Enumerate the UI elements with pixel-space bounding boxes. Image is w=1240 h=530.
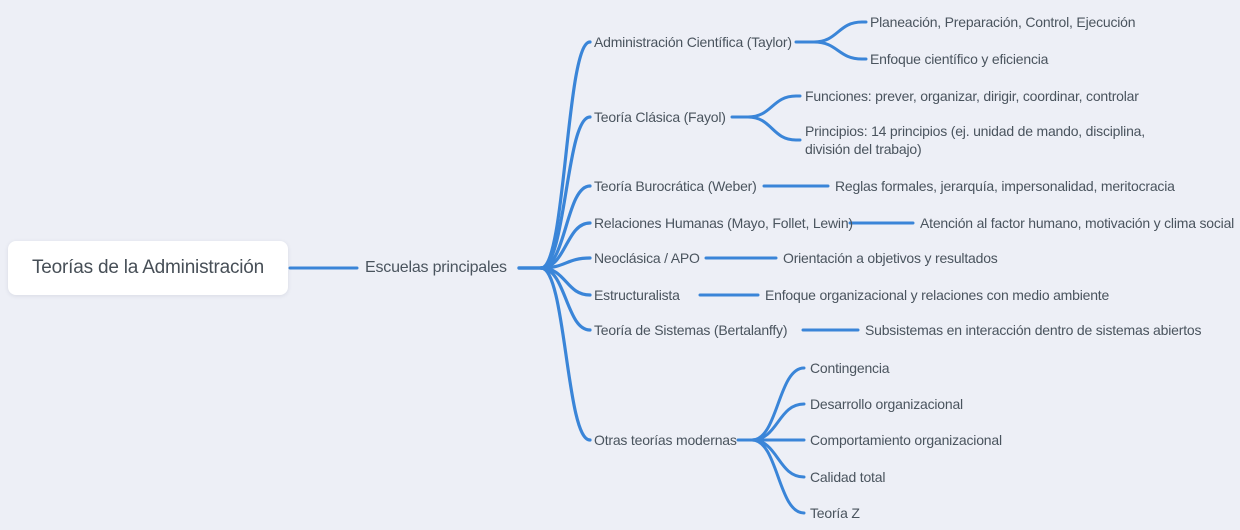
- leaf-enfoque-organizacional[interactable]: Enfoque organizacional y relaciones con …: [765, 287, 1110, 303]
- leaf-orientacion-objetivos[interactable]: Orientación a objetivos y resultados: [783, 250, 998, 266]
- branch-node-estructuralista[interactable]: Estructuralista: [594, 287, 680, 303]
- connector-link: [539, 266, 592, 332]
- leaf-principios[interactable]: Principios: 14 principios (ej. unidad de…: [805, 123, 1145, 157]
- leaf-planeacion-preparacion[interactable]: Planeación, Preparación, Control, Ejecuc…: [870, 14, 1136, 30]
- leaf-enfoque-cientifico[interactable]: Enfoque científico y eficiencia: [870, 51, 1049, 67]
- connector-link: [750, 402, 806, 442]
- connector-link: [746, 115, 802, 142]
- root-node[interactable]: Teorías de la Administración: [8, 241, 288, 295]
- leaf-comportamiento-organizacional[interactable]: Comportamiento organizacional: [810, 432, 1002, 448]
- leaf-contingencia[interactable]: Contingencia: [810, 360, 890, 376]
- connector-link: [812, 40, 868, 61]
- connector-link: [750, 438, 806, 479]
- leaf-funciones[interactable]: Funciones: prever, organizar, dirigir, c…: [805, 88, 1139, 104]
- leaf-calidad-total[interactable]: Calidad total: [810, 469, 886, 485]
- branch-node-neoclasica-apo[interactable]: Neoclásica / APO: [594, 250, 700, 266]
- connector-link: [750, 438, 806, 515]
- connector-link: [746, 94, 802, 119]
- branch-node-taylor[interactable]: Administración Científica (Taylor): [594, 34, 792, 50]
- connector-link: [539, 115, 592, 270]
- leaf-reglas-formales[interactable]: Reglas formales, jerarquía, impersonalid…: [835, 178, 1175, 194]
- branch-node-otras-teorias[interactable]: Otras teorías modernas: [594, 432, 737, 448]
- connector-link: [539, 266, 592, 442]
- leaf-atencion-factor-humano[interactable]: Atención al factor humano, motivación y …: [920, 215, 1235, 231]
- leaf-teoria-z[interactable]: Teoría Z: [810, 505, 860, 521]
- branch-node-relaciones-humanas[interactable]: Relaciones Humanas (Mayo, Follet, Lewin): [594, 215, 853, 231]
- branch-node-weber[interactable]: Teoría Burocrática (Weber): [594, 178, 757, 194]
- leaf-subsistemas[interactable]: Subsistemas en interacción dentro de sis…: [865, 322, 1202, 338]
- connector-link: [812, 20, 868, 44]
- branch-node-sistemas[interactable]: Teoría de Sistemas (Bertalanffy): [594, 322, 788, 338]
- connector-link: [539, 40, 592, 270]
- node-escuelas-principales[interactable]: Escuelas principales: [365, 259, 507, 276]
- leaf-desarrollo-organizacional[interactable]: Desarrollo organizacional: [810, 396, 963, 412]
- branch-node-fayol[interactable]: Teoría Clásica (Fayol): [594, 109, 726, 125]
